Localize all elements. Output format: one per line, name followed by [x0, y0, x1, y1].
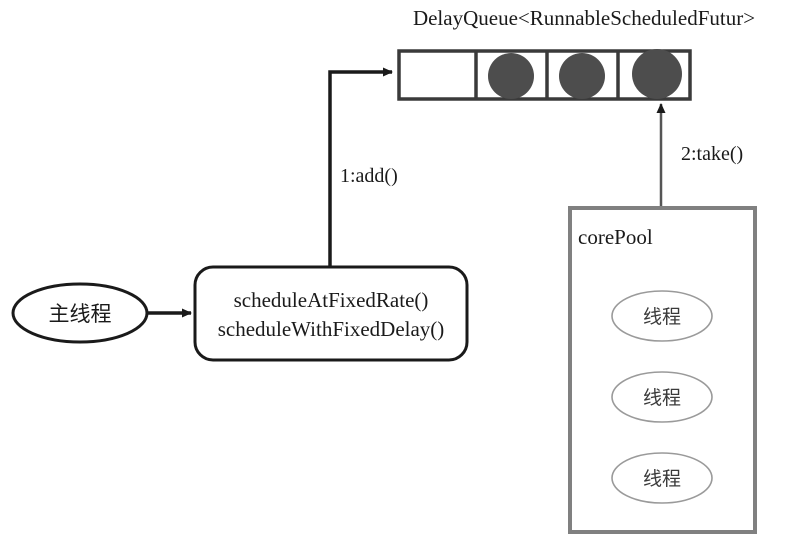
add-edge: 1:add() [328, 67, 398, 268]
task-circle [632, 49, 682, 99]
scheduler-method-1: scheduleAtFixedRate() [234, 288, 429, 312]
thread-label: 线程 [643, 306, 681, 328]
scheduler-box-outline [193, 265, 469, 362]
thread-ellipse [611, 452, 713, 504]
thread-ellipse [611, 371, 713, 423]
pool-thread-0: 线程 [611, 290, 713, 342]
task-circle [488, 53, 534, 99]
scheduler-box: scheduleAtFixedRate() scheduleWithFixedD… [193, 265, 469, 362]
thread-label: 线程 [643, 387, 681, 409]
main-thread-ellipse [11, 282, 149, 344]
thread-ellipse [611, 290, 713, 342]
take-edge-label: 2:take() [681, 143, 743, 165]
delay-queue [397, 49, 692, 101]
queue-cell-2 [559, 53, 605, 99]
main-thread-label: 主线程 [49, 302, 112, 326]
queue-cell-1 [488, 53, 534, 99]
core-pool-box: corePool 线程 线程 线程 [568, 206, 757, 534]
queue-title: DelayQueue<RunnableScheduledFutur> [413, 6, 755, 30]
scheduler-method-2: scheduleWithFixedDelay() [218, 317, 445, 341]
pool-thread-2: 线程 [611, 452, 713, 504]
main-thread-node: 主线程 [11, 282, 149, 344]
add-edge-path [328, 67, 393, 268]
core-pool-label: corePool [578, 225, 653, 249]
add-edge-label: 1:add() [340, 165, 398, 187]
thread-label: 线程 [643, 468, 681, 490]
task-circle [559, 53, 605, 99]
pool-thread-1: 线程 [611, 371, 713, 423]
queue-cell-3 [632, 49, 682, 99]
